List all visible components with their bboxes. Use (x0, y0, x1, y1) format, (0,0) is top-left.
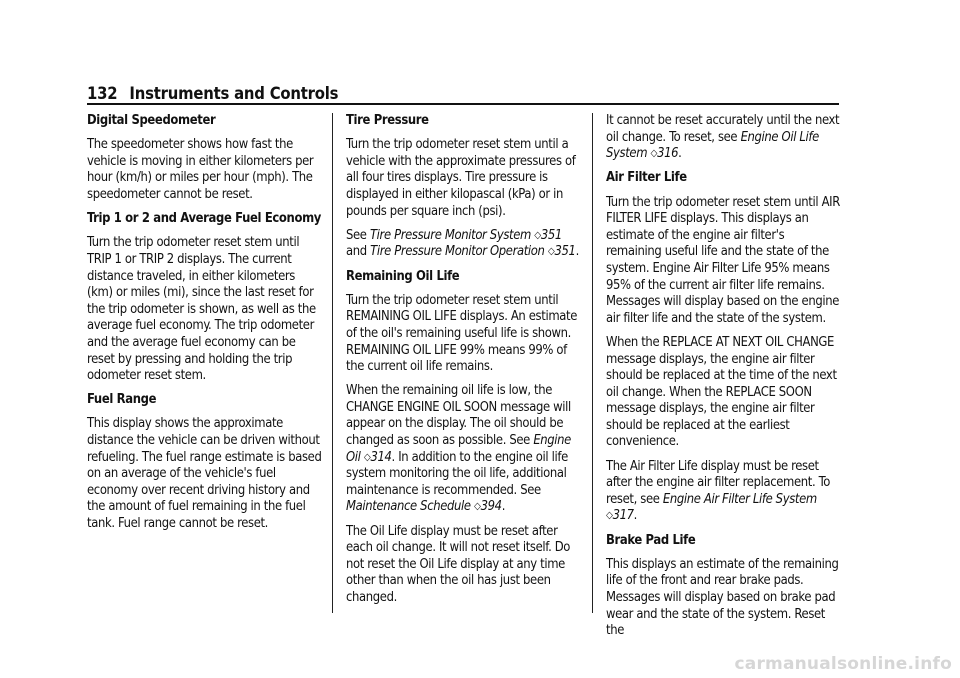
page-header: 132 Instruments and Controls (87, 84, 839, 103)
paragraph: This displays an estimate of the remaini… (606, 556, 839, 639)
paragraph: Turn the trip odometer reset stem until … (346, 292, 578, 375)
column-2: Tire Pressure Turn the trip odometer res… (346, 113, 582, 614)
header-rule (87, 103, 839, 105)
paragraph: It cannot be reset accurately until the … (606, 113, 840, 162)
page-ref-icon: ◇ (650, 148, 658, 160)
paragraph: When the remaining oil life is low, the … (346, 383, 571, 515)
heading-fuel-range: Fuel Range (87, 392, 157, 408)
paragraph: When the REPLACE AT NEXT OIL CHANGE mess… (606, 334, 837, 450)
paragraph: See Tire Pressure Monitor System ◇351 an… (346, 227, 579, 260)
paragraph: The Air Filter Life display must be rese… (606, 458, 830, 524)
heading-brake-pad-life: Brake Pad Life (606, 532, 696, 548)
column-1: Digital Speedometer The speedometer show… (87, 113, 323, 540)
paragraph: This display shows the approximate dista… (87, 416, 322, 532)
heading-tire-pressure: Tire Pressure (346, 113, 429, 128)
heading-remaining-oil-life: Remaining Oil Life (346, 268, 460, 284)
column-divider (332, 113, 333, 613)
page-ref[interactable]: 351 (540, 227, 562, 243)
page-ref[interactable]: 316 (657, 146, 679, 162)
page-ref[interactable]: 314 (370, 449, 392, 465)
page-ref-icon: ◇ (547, 246, 555, 258)
column-3: It cannot be reset accurately until the … (606, 113, 842, 647)
paragraph: The speedometer shows how fast the vehic… (87, 137, 314, 202)
link-engine-air-filter-life-system[interactable]: Engine Air Filter Life System (662, 491, 817, 507)
paragraph: Turn the trip odometer reset stem until … (87, 235, 316, 384)
link-maintenance-schedule[interactable]: Maintenance Schedule (346, 499, 471, 515)
link-tpms-system[interactable]: Tire Pressure Monitor System (369, 227, 531, 243)
page-ref[interactable]: 351 (554, 244, 576, 260)
heading-digital-speedometer: Digital Speedometer (87, 113, 216, 128)
link-engine-oil-life-system[interactable]: Engine Oil Life System (606, 129, 819, 162)
section-title: Instruments and Controls (129, 84, 339, 103)
watermark: carmanualsonline.info (734, 654, 952, 674)
heading-air-filter-life: Air Filter Life (606, 170, 687, 186)
page-ref[interactable]: 317 (612, 508, 634, 524)
page-ref-icon: ◇ (534, 229, 541, 241)
paragraph: Turn the trip odometer reset stem until … (606, 194, 840, 326)
link-engine-oil[interactable]: Engine Oil (346, 433, 571, 465)
page-ref[interactable]: 394 (480, 499, 502, 515)
page-ref-icon: ◇ (474, 501, 481, 513)
heading-trip: Trip 1 or 2 and Average Fuel Economy (87, 211, 322, 227)
link-tpms-operation[interactable]: Tire Pressure Monitor Operation (370, 244, 545, 260)
column-divider (592, 113, 593, 613)
paragraph: The Oil Life display must be reset after… (346, 523, 571, 605)
page-ref-icon: ◇ (606, 510, 613, 522)
page-number: 132 (87, 84, 118, 103)
page-ref-icon: ◇ (363, 451, 371, 463)
paragraph: Turn the trip odometer reset stem until … (346, 137, 576, 219)
